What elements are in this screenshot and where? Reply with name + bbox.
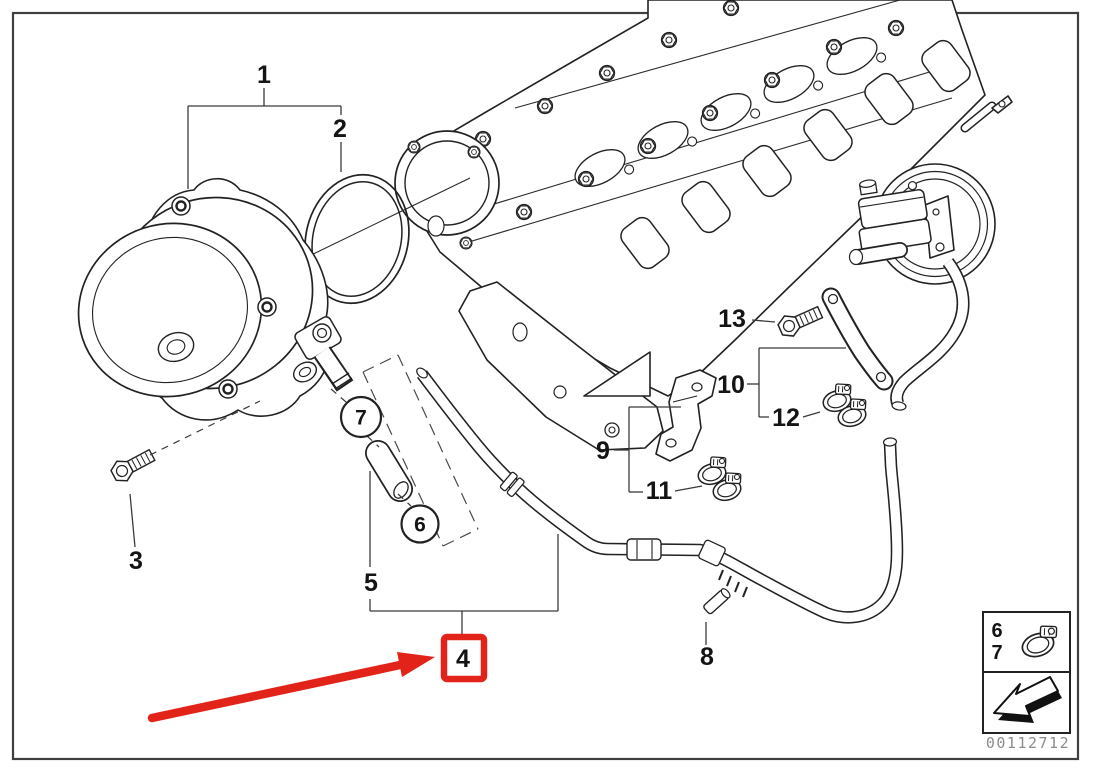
vacuum-hose-drawing [416,367,904,624]
leader-lines [129,88,846,645]
callout-6[interactable]: 6 [400,504,440,544]
callout-6-label: 6 [414,514,426,537]
callout-3[interactable]: 3 [129,547,143,575]
callout-4[interactable]: 4 [456,645,470,673]
legend-box: 6 7 [982,611,1071,734]
highlight-box-4[interactable]: 4 [440,633,488,683]
bolt-3-drawing [107,444,158,486]
o-ring-seal-drawing [304,173,410,305]
legend-label-6: 6 [991,620,1002,642]
bracket-drawing [655,369,717,462]
hose-clamp-12-drawing [818,379,873,431]
callout-13[interactable]: 13 [718,305,746,333]
hose-stub-drawing [365,440,413,502]
part-number: 00112712 [986,734,1070,752]
booster-hose-drawing [890,258,970,411]
bolt-13-drawing [775,301,826,341]
support-strap-drawing [821,287,894,391]
direction-arrow-icon [993,676,1062,723]
highlight-arrow [147,652,435,723]
callout-7[interactable]: 7 [339,395,383,439]
callout-10[interactable]: 10 [717,371,745,399]
pin-drawing [703,588,731,615]
callout-8[interactable]: 8 [700,643,714,671]
legend-label-7: 7 [991,642,1002,664]
pump-fitting-drawing [292,316,354,392]
callout-5[interactable]: 5 [364,569,378,597]
callout-2[interactable]: 2 [333,115,347,143]
page-frame [11,11,1080,761]
callout-9[interactable]: 9 [596,437,610,465]
hose-clamp-icon [1021,625,1058,658]
hose-clamp-11-drawing [693,452,748,505]
callout-12[interactable]: 12 [772,404,800,432]
cylinder-head-drawing [394,0,986,451]
callout-7-label: 7 [355,407,367,430]
pump-mount-bolt-heads [171,196,277,399]
brake-booster-drawing [848,95,1013,285]
vacuum-pump-drawing [77,177,354,421]
callout-11[interactable]: 11 [646,477,673,505]
callout-1[interactable]: 1 [257,61,271,89]
